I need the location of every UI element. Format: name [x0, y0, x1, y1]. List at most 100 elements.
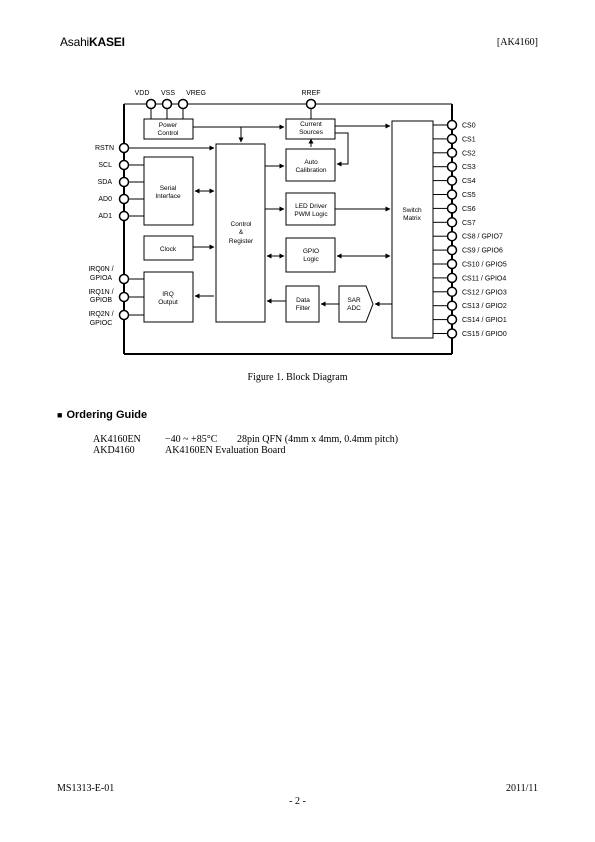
- pin-vss: [161, 98, 173, 110]
- serial-interface-block: [143, 156, 194, 226]
- label-right-pin-2: CS2: [462, 150, 476, 157]
- label-sar-1: SAR: [347, 297, 361, 304]
- label-led-1: LED Driver: [295, 203, 328, 210]
- label-right-pin-13: CS13 / GPIO2: [462, 303, 507, 310]
- pin-irq2n: [118, 309, 130, 321]
- label-irq2n-1: IRQ2N /: [88, 311, 113, 318]
- label-rstn: RSTN: [95, 145, 114, 152]
- label-irq0n-2: GPIOA: [90, 275, 113, 282]
- pin-right-9: [446, 244, 458, 256]
- label-ad1: AD1: [98, 213, 112, 220]
- ordering-part: AK4160EN: [93, 434, 141, 445]
- label-right-pin-7: CS7: [462, 220, 476, 227]
- pin-scl: [118, 159, 130, 171]
- label-irq2n-2: GPIOC: [90, 320, 113, 327]
- label-gpio-2: Logic: [303, 256, 319, 263]
- pin-vdd: [145, 98, 157, 110]
- ordering-temp: −40 ~ +85°C: [165, 434, 218, 445]
- clock-block: [143, 235, 194, 261]
- label-right-pin-12: CS12 / GPIO3: [462, 289, 507, 296]
- label-switch-2: Matrix: [403, 215, 421, 222]
- page-number: - 2 -: [289, 796, 306, 807]
- pin-rstn: [118, 142, 130, 154]
- label-right-pin-9: CS9 / GPIO6: [462, 248, 503, 255]
- label-irq-1: IRQ: [162, 291, 174, 298]
- label-control-1: Control: [231, 221, 253, 228]
- pin-rref: [305, 98, 317, 110]
- pin-irq1n: [118, 291, 130, 303]
- logo-part1: Asahi: [60, 35, 90, 49]
- label-irq-2: Output: [158, 299, 178, 306]
- label-power-1: Power: [159, 122, 178, 129]
- gpio-logic-block: [285, 237, 336, 273]
- pin-right-8: [446, 230, 458, 242]
- pin-right-14: [446, 314, 458, 325]
- label-led-2: PWM Logic: [294, 211, 328, 218]
- pin-vreg: [177, 98, 189, 110]
- pin-right-7: [446, 217, 458, 228]
- label-control-3: Register: [229, 238, 254, 245]
- label-autocal-1: Auto: [304, 159, 318, 166]
- label-right-pin-10: CS10 / GPIO5: [462, 262, 507, 269]
- square-bullet-icon: ■: [57, 410, 63, 420]
- pin-right-2: [446, 147, 458, 159]
- label-right-pin-4: CS4: [462, 178, 476, 185]
- doc-number: MS1313-E-01: [57, 783, 115, 794]
- label-switch-1: Switch: [402, 207, 422, 214]
- label-irq1n-2: GPIOB: [90, 297, 113, 304]
- pin-right-13: [446, 300, 458, 311]
- label-right-pin-3: CS3: [462, 164, 476, 171]
- logo-part2: KASEI: [89, 35, 125, 49]
- label-sar-2: ADC: [347, 305, 361, 312]
- label-filter-1: Data: [296, 297, 310, 304]
- label-clock: Clock: [160, 246, 177, 253]
- pin-irq0n: [118, 273, 130, 285]
- label-current-1: Current: [300, 121, 322, 128]
- label-autocal-2: Calibration: [295, 167, 326, 174]
- company-logo: AsahiKASEI: [60, 35, 125, 49]
- label-right-pin-5: CS5: [462, 192, 476, 199]
- label-gpio-1: GPIO: [303, 248, 319, 255]
- label-irq0n-1: IRQ0N /: [88, 266, 113, 273]
- label-right-pin-11: CS11 / GPIO4: [462, 275, 506, 282]
- block-diagram: VDD VSS VREG RREF RSTN SCL SDA AD0 AD1 I…: [88, 90, 507, 355]
- pin-right-4: [446, 175, 458, 186]
- label-vdd: VDD: [135, 90, 150, 97]
- label-control-2: &: [239, 229, 244, 236]
- label-ad0: AD0: [98, 196, 112, 203]
- pin-right-12: [446, 286, 458, 298]
- pin-right-5: [446, 189, 458, 200]
- switch-matrix-block: [391, 120, 434, 339]
- pin-right-10: [446, 258, 458, 270]
- control-register-block: [215, 143, 266, 323]
- label-right-pin-1: CS1: [462, 136, 476, 143]
- label-vss: VSS: [161, 90, 175, 97]
- ordering-desc: 28pin QFN (4mm x 4mm, 0.4mm pitch): [237, 434, 399, 445]
- pin-right-6: [446, 203, 458, 214]
- pin-right-0: [446, 119, 458, 131]
- figure-caption: Figure 1. Block Diagram: [247, 372, 348, 383]
- label-filter-2: Filter: [296, 305, 311, 312]
- pin-ad1: [118, 210, 130, 222]
- ordering-part: AKD4160: [93, 445, 135, 456]
- label-serial-2: Interface: [155, 193, 181, 200]
- ordering-desc: AK4160EN Evaluation Board: [165, 445, 286, 456]
- label-sda: SDA: [98, 179, 113, 186]
- sar-adc-block: [338, 285, 374, 323]
- doc-date: 2011/11: [505, 783, 538, 794]
- label-irq1n-1: IRQ1N /: [88, 289, 113, 296]
- pin-right-11: [446, 272, 458, 284]
- pin-right-15: [446, 328, 458, 339]
- label-right-pin-14: CS14 / GPIO1: [462, 317, 507, 324]
- label-rref: RREF: [301, 90, 320, 97]
- ordering-guide-heading: ■Ordering Guide: [57, 409, 147, 421]
- label-serial-1: Serial: [160, 185, 177, 192]
- label-current-2: Sources: [299, 129, 324, 136]
- auto-calibration-block: [285, 148, 336, 182]
- pin-sda: [118, 176, 130, 188]
- label-vreg: VREG: [186, 90, 206, 97]
- label-right-pin-0: CS0: [462, 123, 476, 130]
- label-right-pin-8: CS8 / GPIO7: [462, 234, 503, 241]
- label-power-2: Control: [158, 130, 180, 137]
- label-scl: SCL: [98, 162, 112, 169]
